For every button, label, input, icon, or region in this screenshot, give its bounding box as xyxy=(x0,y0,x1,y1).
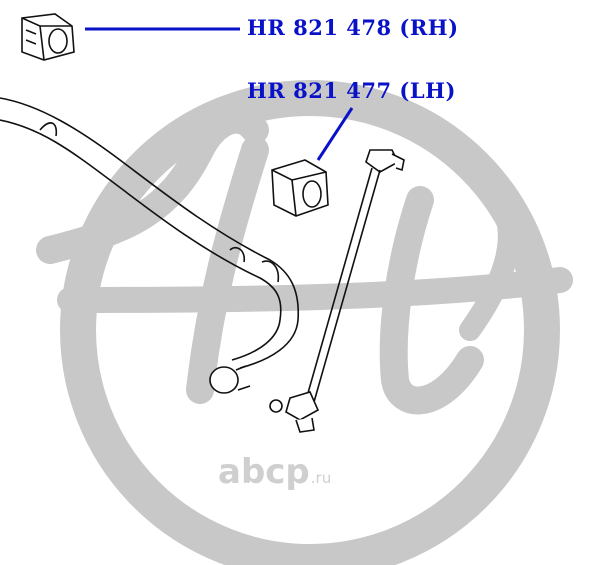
watermark-tld: .ru xyxy=(310,469,332,487)
logo-r-stroke xyxy=(379,186,484,415)
logo-h-stem xyxy=(186,136,269,404)
part-label-lh: HR 821 477 (LH) xyxy=(247,78,456,103)
part-label-rh: HR 821 478 (RH) xyxy=(247,15,459,40)
leader-line-lh xyxy=(316,107,354,161)
logo-swoosh-right xyxy=(459,169,520,341)
bushing-icon xyxy=(21,13,75,61)
stabilizer-link xyxy=(269,149,405,433)
abcp-watermark: abcp.ru xyxy=(218,452,331,492)
bushing-icon-large xyxy=(271,159,329,217)
logo-circle xyxy=(60,80,560,565)
stabilizer-bar xyxy=(0,97,300,394)
hr-swirl-logo xyxy=(36,80,573,565)
logo-swoosh-left xyxy=(36,105,269,264)
watermark-name: abcp xyxy=(218,452,310,492)
